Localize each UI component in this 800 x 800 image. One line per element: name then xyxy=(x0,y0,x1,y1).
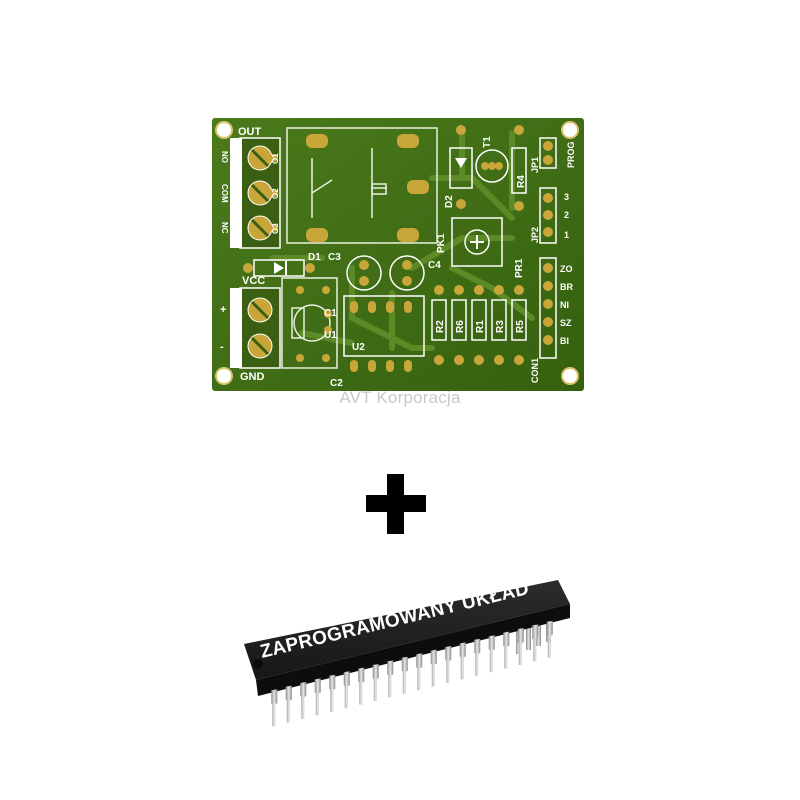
silk-no: NO xyxy=(220,151,229,163)
silk-o3: O3 xyxy=(271,223,280,234)
silk-t1: T1 xyxy=(482,136,493,148)
chip-pin xyxy=(474,638,481,676)
watermark-text: AVT Korporacja xyxy=(339,388,461,407)
programmed-chip-image: ZAPROGRAMOWANY UKŁAD xyxy=(236,578,576,750)
silk-c4: C4 xyxy=(428,260,441,271)
chip-pin xyxy=(517,628,524,665)
silk-r3: R3 xyxy=(495,320,506,333)
silk-plus: + xyxy=(220,304,226,316)
silk-bi: BI xyxy=(560,336,569,346)
silk-o1: O1 xyxy=(271,153,280,164)
silk-minus: - xyxy=(220,341,224,353)
d1-diode xyxy=(243,259,315,277)
silk-pk1: PK1 xyxy=(436,233,447,253)
silk-jp1: JP1 xyxy=(530,157,540,173)
silk-nc: NC xyxy=(220,222,229,234)
chip-pin xyxy=(401,656,408,694)
relay-pads xyxy=(306,134,429,242)
silk-d2: D2 xyxy=(444,195,455,208)
silk-prog: PROG xyxy=(566,141,576,168)
electrolytic-capacitors xyxy=(346,255,425,291)
silk-jp2: JP2 xyxy=(530,227,540,243)
pcb-board-image: OUT VCC GND D1 C3 C1 U1 C2 U2 C4 PK1 PR1… xyxy=(212,118,584,391)
silk-gnd: GND xyxy=(240,371,265,383)
top-components xyxy=(449,125,527,211)
silk-r1: R1 xyxy=(475,320,486,333)
silk-vcc: VCC xyxy=(242,275,265,287)
right-pin-headers xyxy=(539,137,557,359)
silk-c3: C3 xyxy=(328,252,341,263)
chip-pin xyxy=(459,642,466,680)
silk-r5: R5 xyxy=(515,320,526,333)
silk-com: COM xyxy=(220,184,229,203)
chip-pin xyxy=(285,685,292,723)
silk-o2: O2 xyxy=(271,188,280,199)
silk-c2: C2 xyxy=(330,378,343,389)
silk-con1: CON1 xyxy=(530,358,540,383)
chip-pin xyxy=(329,674,336,712)
silk-sz: SZ xyxy=(560,318,572,328)
pcb-substrate xyxy=(212,118,584,391)
silk-c1: C1 xyxy=(324,308,337,319)
chip-pin xyxy=(532,624,539,662)
silk-r6: R6 xyxy=(455,320,466,333)
silk-d1: D1 xyxy=(308,252,321,263)
power-terminal-block xyxy=(230,287,281,369)
regulator-area xyxy=(281,277,338,369)
chip-pin xyxy=(358,667,365,705)
chip-pin xyxy=(343,671,350,709)
silk-r2: R2 xyxy=(435,320,446,333)
silk-pr1: PR1 xyxy=(514,258,525,278)
u2-footprint xyxy=(343,295,425,372)
output-terminal-block xyxy=(230,137,281,249)
chip-pin xyxy=(546,620,553,658)
chip-pin xyxy=(445,646,452,683)
silk-ni: NI xyxy=(560,300,569,310)
silk-r4: R4 xyxy=(516,175,527,188)
chip-body xyxy=(244,580,570,680)
mounting-holes xyxy=(215,121,579,385)
regulator-pads xyxy=(296,286,332,362)
chip-pin xyxy=(387,660,394,698)
chip-pin xyxy=(430,649,437,687)
silk-u1: U1 xyxy=(324,330,337,341)
silk-zo: ZO xyxy=(560,264,573,274)
silk-n1: 1 xyxy=(564,230,569,240)
chip-pin xyxy=(314,678,321,716)
relay-outline xyxy=(286,127,438,244)
chip-pin xyxy=(300,682,307,719)
resistor-bank xyxy=(431,285,527,365)
chip-pin xyxy=(372,664,379,701)
silk-n3: 3 xyxy=(564,192,569,202)
chip-pin xyxy=(416,653,423,691)
chip-pin xyxy=(503,631,510,669)
chip-pin xyxy=(271,689,278,727)
silk-n2: 2 xyxy=(564,210,569,220)
plus-icon xyxy=(366,474,426,534)
chip-pins-front xyxy=(271,620,553,727)
silk-br: BR xyxy=(560,282,573,292)
chip-pin xyxy=(488,635,495,673)
silk-u2: U2 xyxy=(352,342,365,353)
silk-out: OUT xyxy=(238,126,262,138)
pk1-trimmer xyxy=(451,217,503,267)
